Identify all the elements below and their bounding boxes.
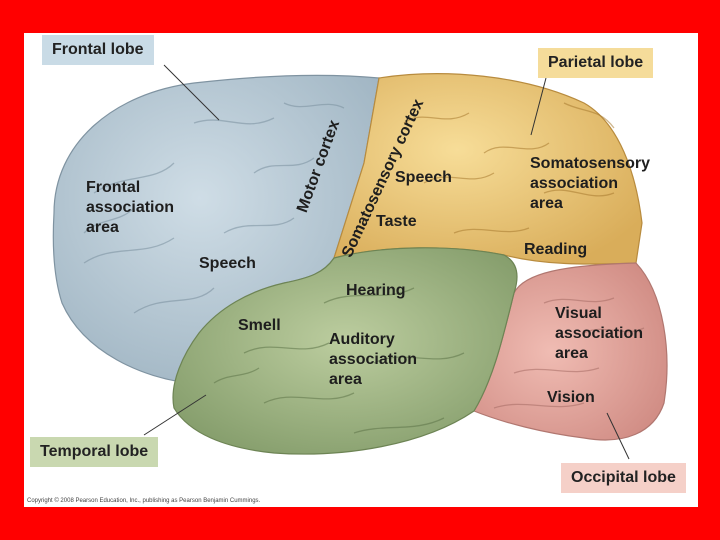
vision-label: Vision: [547, 388, 595, 408]
speech-frontal-label: Speech: [199, 254, 256, 274]
hearing-label: Hearing: [346, 281, 406, 301]
brain-illustration: [24, 33, 698, 507]
taste-label: Taste: [376, 212, 417, 232]
frontal-association-area-label: Frontal association area: [86, 178, 174, 238]
figure-panel: Frontal lobe Parietal lobe Temporal lobe…: [24, 33, 698, 507]
reading-label: Reading: [524, 240, 587, 260]
speech-parietal-label: Speech: [395, 168, 452, 188]
frontal-lobe-label: Frontal lobe: [42, 35, 154, 65]
smell-label: Smell: [238, 316, 281, 336]
parietal-lobe-label: Parietal lobe: [538, 48, 653, 78]
occipital-lobe-label: Occipital lobe: [561, 463, 686, 493]
visual-association-area-label: Visual association area: [555, 304, 643, 364]
auditory-association-area-label: Auditory association area: [329, 330, 417, 390]
copyright-text: Copyright © 2008 Pearson Education, Inc.…: [27, 498, 260, 504]
temporal-lobe-label: Temporal lobe: [30, 437, 158, 467]
somatosensory-association-area-label: Somatosensory association area: [530, 154, 650, 214]
